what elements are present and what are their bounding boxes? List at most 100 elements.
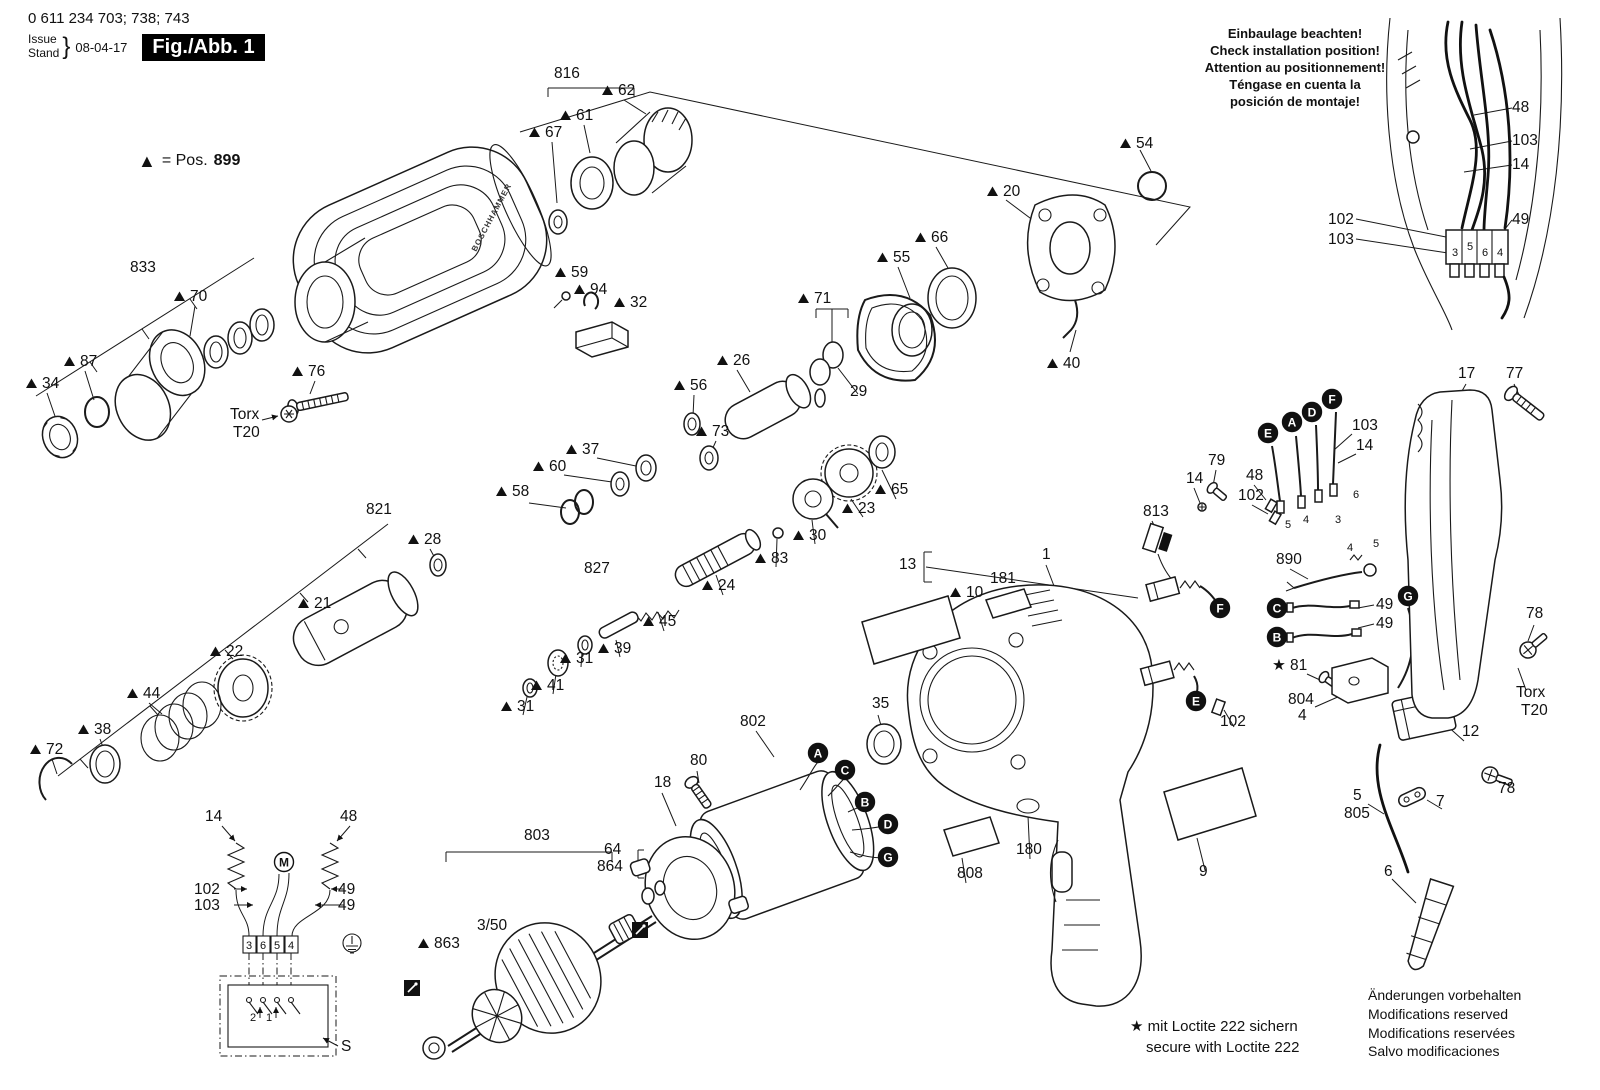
part-label: 816 — [554, 65, 580, 82]
part-label: 61 — [560, 107, 593, 124]
part-label: 4 — [1298, 707, 1307, 724]
svg-text:5: 5 — [1285, 519, 1291, 531]
part-label: 4 — [1347, 542, 1353, 554]
pos-number: 899 — [213, 152, 241, 169]
svg-text:833: 833 — [130, 259, 156, 276]
part-label: 180 — [1016, 841, 1042, 858]
part-label: 55 — [877, 249, 910, 266]
triangle-marker-icon — [298, 598, 309, 608]
svg-text:67: 67 — [545, 124, 562, 141]
triangle-marker-icon — [127, 688, 138, 698]
part-label: 5 — [1373, 538, 1379, 550]
ring-66 — [927, 267, 977, 329]
part-label: 87 — [64, 353, 97, 370]
svg-text:48: 48 — [1512, 99, 1529, 116]
part-label: 49 — [338, 897, 355, 914]
svg-text:808: 808 — [957, 865, 983, 882]
part-label: 4 — [288, 940, 294, 952]
ring-55 — [891, 303, 933, 357]
part-label: 34 — [26, 375, 60, 392]
svg-text:13: 13 — [899, 556, 916, 573]
washer-29 — [822, 341, 844, 369]
svg-text:C: C — [1273, 601, 1282, 615]
svg-text:D: D — [1308, 405, 1317, 419]
part-label: 813 — [1143, 503, 1169, 520]
part-label: 28 — [408, 531, 441, 548]
part-label: 18 — [654, 774, 671, 791]
triangle-marker-icon — [1047, 358, 1058, 368]
svg-text:70: 70 — [190, 288, 208, 305]
part-label: 65 — [875, 481, 908, 498]
part-label: 103 — [1512, 132, 1538, 149]
part-label: 102 — [1220, 713, 1246, 730]
part-label: 9 — [1199, 863, 1208, 880]
part-label: 103 — [1352, 417, 1378, 434]
svg-text:28: 28 — [424, 531, 441, 548]
callout-letter-G: G — [877, 846, 899, 868]
callout-letter-M: M — [273, 851, 295, 873]
part-label: 40 — [1047, 355, 1081, 372]
svg-text:32: 32 — [630, 294, 647, 311]
triangle-marker-icon — [533, 461, 544, 471]
part-label: 83 — [755, 550, 788, 567]
triangle-marker-icon — [696, 426, 707, 436]
svg-text:103: 103 — [1512, 132, 1538, 149]
svg-text:3: 3 — [1335, 514, 1341, 526]
triangle-marker-icon — [950, 587, 961, 597]
triangle-marker-icon — [717, 355, 728, 365]
label-plate-9 — [1163, 767, 1257, 841]
ring-35 — [866, 723, 902, 765]
svg-text:44: 44 — [143, 685, 161, 702]
part-label: 39 — [598, 640, 631, 657]
triangle-marker-icon — [702, 580, 713, 590]
svg-text:18: 18 — [654, 774, 671, 791]
part-label: 14 — [1356, 437, 1374, 454]
part-label: 3 — [1452, 247, 1458, 259]
part-label: 41 — [531, 677, 564, 694]
svg-text:79: 79 — [1208, 452, 1225, 469]
callout-letter-F: F — [1321, 388, 1343, 410]
part-label: 5 — [1467, 241, 1473, 253]
part-label: 863 — [418, 935, 460, 952]
svg-text:863: 863 — [434, 935, 460, 952]
motor-housing — [861, 584, 1257, 1007]
svg-text:3: 3 — [246, 940, 252, 952]
spindle-collar — [294, 261, 356, 343]
washer-864 — [654, 880, 666, 896]
callout-letter-F: F — [1209, 597, 1231, 619]
brush-gear — [1139, 411, 1338, 717]
bracket-804 — [1331, 657, 1389, 704]
power-cord-5 — [1375, 743, 1410, 874]
part-label: 38 — [78, 721, 111, 738]
svg-text:890: 890 — [1276, 551, 1302, 568]
callout-letter-G: G — [1397, 585, 1419, 607]
svg-text:17: 17 — [1458, 365, 1475, 382]
striker-and-gear-group — [522, 373, 896, 698]
shaft-39 — [598, 611, 639, 639]
locking-sleeve-34 — [41, 415, 79, 459]
part-label: 2 — [250, 1012, 256, 1024]
callout-letter-E: E — [1185, 690, 1207, 712]
washer-64 — [641, 887, 655, 905]
part-label: T20 — [233, 424, 260, 441]
part-label: 808 — [957, 865, 983, 882]
part-label: 73 — [696, 423, 729, 440]
svg-text:805: 805 — [1344, 805, 1370, 822]
part-label: 5 — [1285, 519, 1291, 531]
svg-text:45: 45 — [659, 613, 676, 630]
svg-text:5: 5 — [1467, 241, 1473, 253]
svg-text:6: 6 — [1353, 489, 1359, 501]
callout-letter-A: A — [1281, 411, 1303, 433]
part-label: 44 — [127, 685, 161, 702]
svg-text:55: 55 — [893, 249, 910, 266]
svg-text:181: 181 — [990, 570, 1016, 587]
svg-text:76: 76 — [308, 363, 325, 380]
part-label: 77 — [1506, 365, 1523, 382]
svg-text:35: 35 — [872, 695, 889, 712]
svg-text:41: 41 — [547, 677, 564, 694]
svg-text:E: E — [1192, 694, 1200, 708]
callout-letter-D: D — [877, 813, 899, 835]
installation-cutaway — [1386, 17, 1563, 331]
callout-letter-C: C — [834, 759, 856, 781]
